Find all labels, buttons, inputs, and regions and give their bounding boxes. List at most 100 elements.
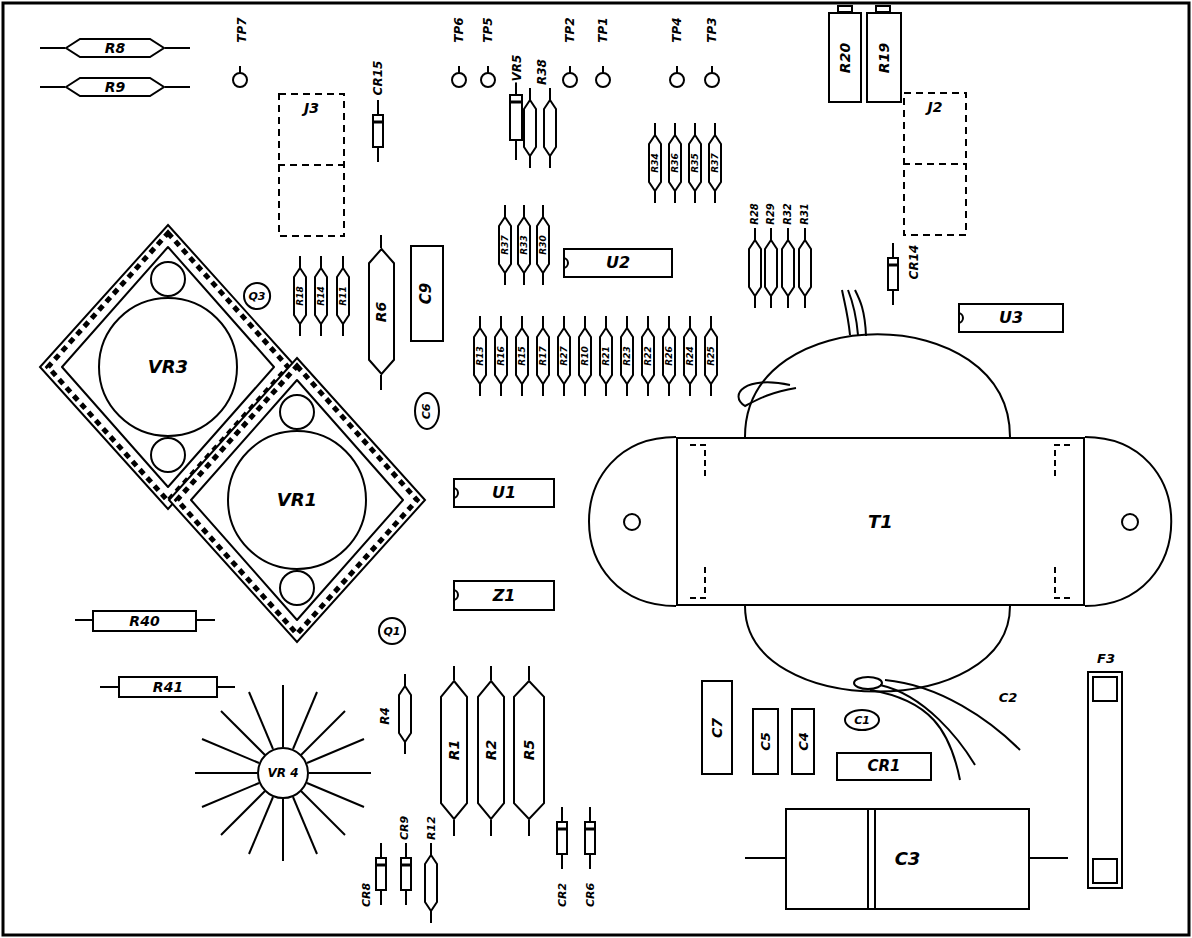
ic-body: U2	[563, 248, 673, 278]
part-name: C7	[710, 717, 724, 737]
part-name: VR 4	[267, 767, 298, 779]
capacitor-body: C9	[410, 245, 444, 342]
heatsinks	[40, 225, 425, 642]
part-name: C6	[421, 403, 432, 419]
part-label: R14	[317, 285, 326, 306]
outline-shape	[837, 753, 931, 780]
connector-outline: J2	[903, 92, 967, 236]
part-name: J3	[304, 101, 319, 115]
part-label: F3	[1096, 652, 1116, 665]
part-name: C9	[419, 283, 434, 304]
part-label: R21	[602, 345, 611, 366]
outline-shape	[792, 709, 814, 774]
outline-shape	[93, 611, 196, 631]
part-name: Q3	[248, 291, 265, 302]
ic-body: U1	[453, 478, 555, 508]
outline-shape	[441, 681, 467, 819]
part-label: R24	[686, 345, 695, 366]
part-label: R16	[497, 345, 506, 366]
part-name: R6	[375, 301, 389, 322]
part-name: Q1	[383, 626, 400, 637]
part-name: R5	[522, 740, 536, 761]
resistor-body: R1	[440, 680, 468, 820]
capacitor-body: C3	[785, 808, 1030, 910]
part-name: Z1	[493, 588, 516, 604]
part-label: TP5	[482, 16, 494, 43]
part-label: R25	[707, 345, 716, 366]
ic-body: Z1	[453, 580, 555, 611]
resistor-body: R19	[866, 12, 902, 103]
part-label: R12	[426, 815, 437, 841]
outline-shape	[564, 249, 672, 277]
part-name: R20	[838, 42, 852, 72]
outline-shape	[228, 431, 366, 569]
lead-wires	[40, 48, 1068, 858]
outline-shape	[867, 13, 901, 102]
outline-shape	[677, 438, 1084, 605]
resistor-body: R41	[118, 676, 218, 698]
part-label: CR15	[372, 60, 384, 97]
outline-shape	[829, 13, 861, 102]
regulator-case: VR1	[227, 430, 367, 570]
outline-shape	[244, 283, 270, 309]
outline-shape	[66, 78, 164, 96]
resistor-body: R5	[513, 680, 545, 820]
part-name: C5	[759, 732, 772, 751]
part-label: R18	[296, 285, 305, 306]
capacitor-body: C1	[844, 709, 880, 731]
resistor-body: R2	[477, 680, 505, 820]
part-name: CR1	[868, 759, 901, 774]
part-label: R34	[651, 152, 660, 173]
connector-outline: J3	[278, 93, 345, 237]
part-label: R30	[539, 234, 548, 255]
resistor-body: R20	[828, 12, 862, 103]
capacitor-body: C5	[752, 708, 779, 775]
part-label: TP6	[453, 16, 465, 43]
outline-shape	[454, 581, 554, 610]
part-label: TP3	[706, 16, 718, 43]
part-name: U3	[999, 310, 1023, 326]
part-label: C2	[998, 691, 1019, 704]
outline-shape	[369, 249, 394, 374]
part-name: C4	[797, 732, 810, 751]
part-name: VR3	[148, 358, 188, 376]
resistor-body: R6	[368, 248, 395, 375]
outline-shape	[454, 479, 554, 507]
part-name: C1	[854, 715, 870, 726]
heat-fins	[195, 685, 371, 861]
outline-shape	[379, 618, 405, 644]
outline-shape	[66, 39, 164, 57]
part-label: CR6	[585, 882, 596, 908]
outline-shape	[786, 809, 1029, 909]
resistor-body: R8	[65, 38, 165, 58]
part-label: R4	[379, 706, 391, 726]
part-label: R36	[671, 152, 680, 173]
transistor-pad: Q1	[378, 617, 406, 645]
part-label: R27	[560, 345, 569, 366]
part-label: R32	[783, 202, 793, 226]
capacitor-body: C4	[791, 708, 815, 775]
part-name: T1	[868, 513, 893, 531]
part-label: R29	[766, 202, 776, 226]
part-label: VR5	[511, 54, 523, 83]
regulator-case: VR3	[98, 297, 238, 437]
part-name: VR1	[277, 491, 317, 509]
part-name: R9	[105, 80, 126, 94]
outline-shape	[702, 681, 732, 774]
capacitor-body: C6	[414, 392, 440, 430]
regulator-case: VR 4	[257, 747, 309, 799]
part-label: R13	[476, 345, 485, 366]
part-name: R8	[105, 41, 126, 55]
outline-shape	[904, 93, 966, 235]
transistor-pad: Q3	[243, 282, 271, 310]
capacitor-body: C7	[701, 680, 733, 775]
part-label: R17	[539, 345, 548, 366]
resistor-body: R40	[92, 610, 197, 632]
outline-shape	[99, 298, 237, 436]
part-name: R41	[153, 680, 183, 694]
part-name: J2	[928, 100, 943, 114]
resistor-body: R9	[65, 77, 165, 97]
part-label: CR9	[399, 815, 410, 841]
part-label: R26	[665, 345, 674, 366]
part-label: TP2	[564, 16, 576, 43]
